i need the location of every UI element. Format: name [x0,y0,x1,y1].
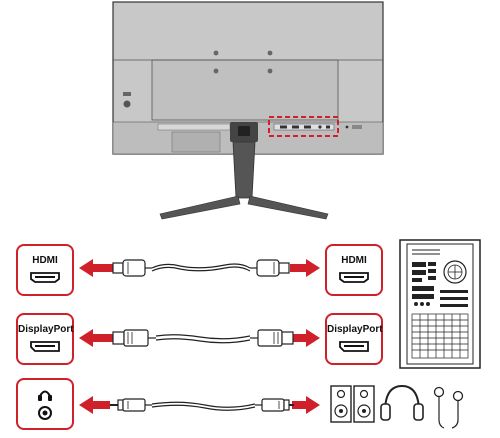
monitor-hdmi-port-box: HDMI [16,244,74,296]
arrow-right-icon [290,329,320,347]
hdmi-port-icon [30,272,60,283]
arrow-left-icon [79,259,113,277]
pc-displayport-label: DisplayPort [327,324,383,335]
hdmi-port-icon [339,272,369,283]
arrow-left-icon [79,396,110,414]
monitor-back-icon [112,1,384,220]
monitor-audio-port-box [16,378,74,430]
arrow-left-icon [79,329,113,347]
headphone-icon [38,390,52,420]
pc-displayport-port-box: DisplayPort [325,313,383,365]
arrow-right-icon [292,396,320,414]
arrow-right-icon [290,259,320,277]
monitor-displayport-port-box: DisplayPort [16,313,74,365]
displayport-port-icon [30,341,60,352]
displayport-port-icon [339,341,369,352]
monitor-displayport-label: DisplayPort [18,324,74,335]
pc-hdmi-port-box: HDMI [325,244,383,296]
pc-hdmi-label: HDMI [341,255,367,266]
monitor-hdmi-label: HDMI [32,255,58,266]
